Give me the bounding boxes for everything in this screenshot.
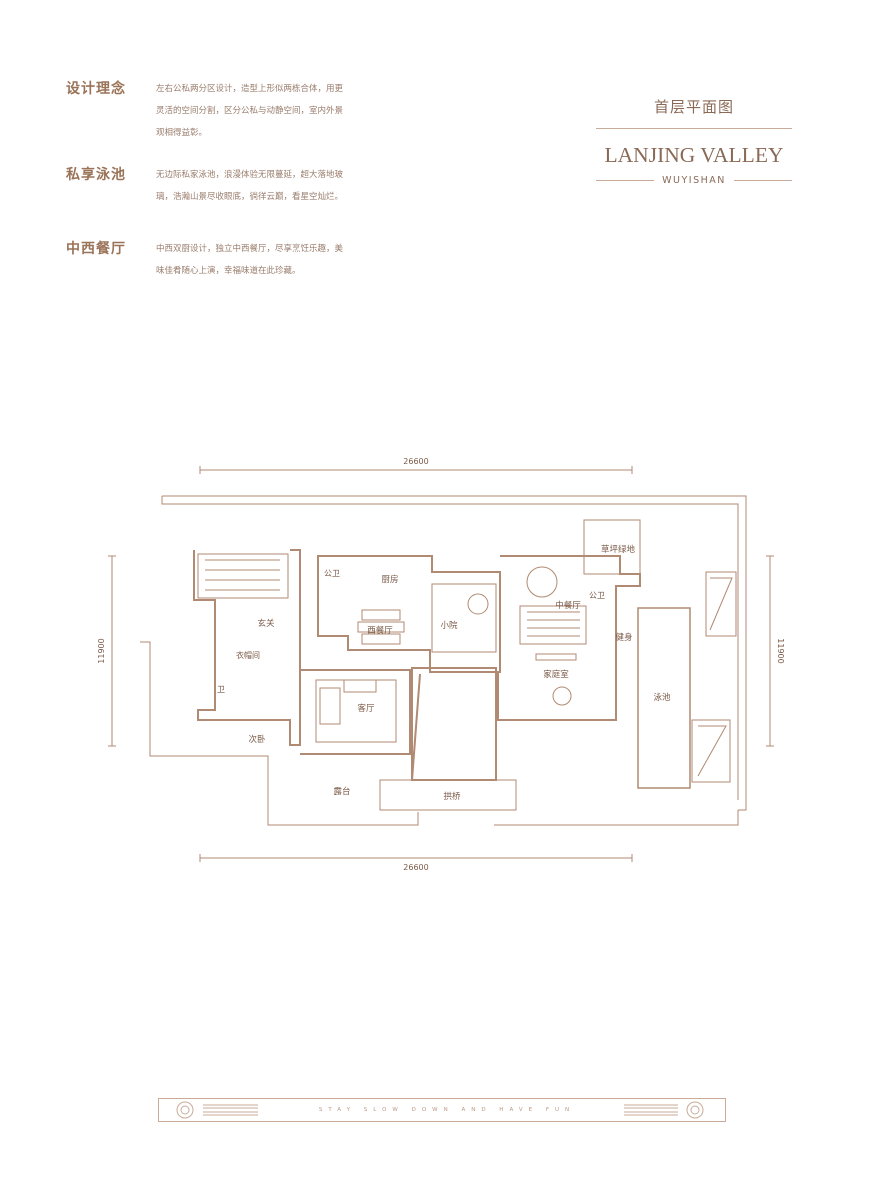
room-label-foyer: 玄关	[257, 618, 275, 629]
feature-line: 观相得益彰。	[156, 128, 208, 138]
pool-deck-feature-top	[705, 571, 737, 637]
dimension-top-line	[199, 466, 633, 474]
feature-description: 左右公私两分区设计，造型上形似两栋合体，用更 灵活的空间分割，区分公私与动静空间…	[156, 78, 381, 144]
stair-west	[197, 553, 289, 599]
room-label-western-dining: 西餐厅	[367, 626, 393, 636]
room-label-terrace: 露台	[333, 786, 350, 797]
feature-line: 璃，浩瀚山景尽收眼底，徜徉云巅，看星空灿烂。	[156, 192, 344, 202]
dimension-right-line	[766, 555, 774, 747]
stair-east	[519, 605, 587, 645]
room-label-family-room: 家庭室	[543, 669, 569, 680]
living-furniture	[315, 679, 397, 743]
dimension-bottom-line	[199, 854, 633, 862]
left-deck-outline	[140, 641, 419, 826]
room-label-bridge: 拱桥	[443, 791, 461, 802]
room-label-chinese-dining: 中餐厅	[555, 600, 581, 611]
tv-cabinet	[535, 653, 577, 661]
room-label-kitchen: 厨房	[381, 574, 398, 585]
room-label-courtyard: 小院	[440, 620, 458, 631]
room-label-gym: 健身	[615, 632, 632, 643]
family-round-table	[552, 686, 572, 706]
deck-outline	[161, 496, 739, 800]
subtitle-rule-right	[734, 180, 792, 181]
room-label-lawn: 草坪绿地	[601, 544, 636, 555]
brand-name: LANJING VALLEY	[604, 143, 784, 167]
dining-table-west	[357, 621, 405, 633]
room-label-living-room: 客厅	[357, 703, 375, 714]
dimension-left-label: 11900	[97, 638, 106, 663]
living-walls	[300, 669, 411, 755]
subtitle-rule-left	[596, 180, 654, 181]
feature-description: 中西双厨设计，独立中西餐厅，尽享烹饪乐趣，美 味佳肴随心上演，幸福味道在此珍藏。	[156, 238, 381, 282]
room-label-cloakroom: 衣帽间	[236, 650, 260, 660]
brand-divider	[596, 128, 792, 129]
feature-line: 左右公私两分区设计，造型上形似两栋合体，用更	[156, 84, 344, 94]
east-wing-walls	[497, 555, 641, 721]
bridge	[379, 779, 517, 811]
feature-title: 私享泳池	[66, 167, 126, 183]
floor-plan: 26600 26600 11900 11900 草坪绿地 公卫 厨房 西餐厅 小…	[97, 457, 785, 872]
feature-title: 中西餐厅	[66, 241, 126, 257]
dimension-left-line	[108, 555, 116, 747]
dimension-right-label: 11900	[776, 638, 785, 663]
dimension-bottom-label: 26600	[403, 863, 428, 872]
lawn-box	[583, 519, 641, 575]
round-dining-table	[526, 566, 558, 598]
dining-tables	[361, 609, 401, 645]
room-label-bath2: 公卫	[589, 591, 605, 600]
feature-line: 灵活的空间分割，区分公私与动静空间，室内外景	[156, 106, 344, 116]
plan-title: 首层平面图	[653, 98, 734, 116]
bridge-core	[411, 667, 497, 781]
room-label-second-bedroom: 次卧	[248, 734, 266, 745]
footer-ornament	[158, 1098, 726, 1122]
room-label-bath1: 公卫	[324, 569, 340, 578]
feature-title: 设计理念	[66, 81, 126, 97]
room-label-pool: 泳池	[653, 692, 671, 703]
brand-subtitle: WUYISHAN	[662, 175, 726, 186]
pool-deck-feature-bottom	[691, 719, 731, 783]
site-outline	[162, 495, 747, 811]
dimension-top-label: 26600	[403, 457, 428, 466]
feature-line: 中西双厨设计，独立中西餐厅，尽享烹饪乐趣，美	[156, 244, 344, 254]
feature-line: 味佳肴随心上演，幸福味道在此珍藏。	[156, 266, 301, 276]
west-wing-walls	[193, 549, 301, 746]
feature-line: 无边际私家泳池，浪漫体验无限蔓延，超大落地玻	[156, 170, 344, 180]
courtyard-walls	[431, 583, 497, 653]
footer-band: STAY SLOW DOWN AND HAVE FUN	[158, 1098, 726, 1122]
brand-subtitle-row: WUYISHAN	[596, 170, 792, 192]
courtyard-tree	[467, 593, 489, 615]
feature-description: 无边际私家泳池，浪漫体验无限蔓延，超大落地玻 璃，浩瀚山景尽收眼底，徜徉云巅，看…	[156, 164, 381, 208]
brand-block: 首层平面图 LANJING VALLEY WUYISHAN	[596, 96, 792, 192]
pool-outline	[637, 607, 691, 789]
footer-slogan: STAY SLOW DOWN AND HAVE FUN	[318, 1107, 576, 1113]
kitchen-walls	[317, 555, 501, 673]
room-label-bath3: 卫	[217, 685, 225, 694]
right-deck-outline	[494, 810, 739, 826]
